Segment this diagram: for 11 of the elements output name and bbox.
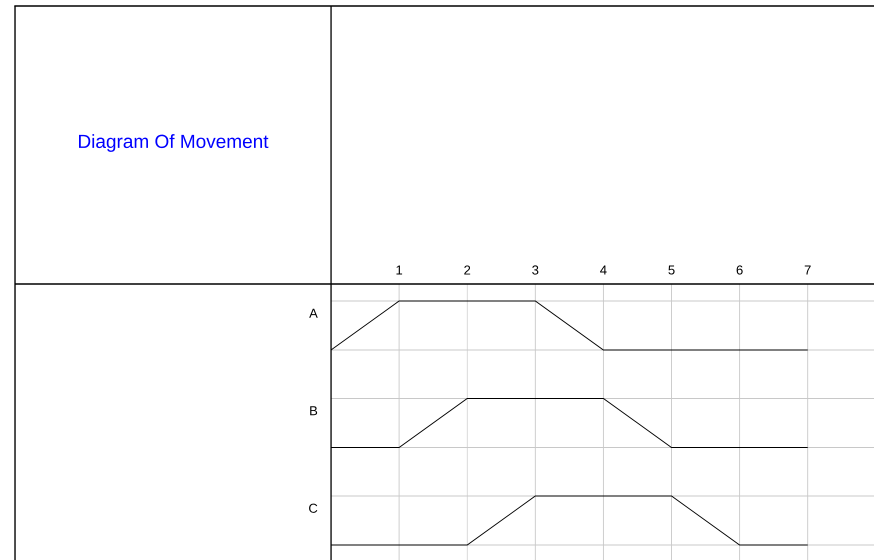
row-label: A <box>309 308 318 318</box>
title: Diagram Of Movement <box>79 134 268 152</box>
step-number: 3 <box>532 265 538 275</box>
step-number: 2 <box>464 265 470 275</box>
step-number: 6 <box>736 265 743 275</box>
step-number: 7 <box>804 266 811 274</box>
row-label: C <box>309 504 318 513</box>
step-number: 5 <box>668 265 675 275</box>
step-number: 4 <box>600 266 607 274</box>
row-label: B <box>310 406 318 416</box>
step-number: 1 <box>396 266 402 274</box>
